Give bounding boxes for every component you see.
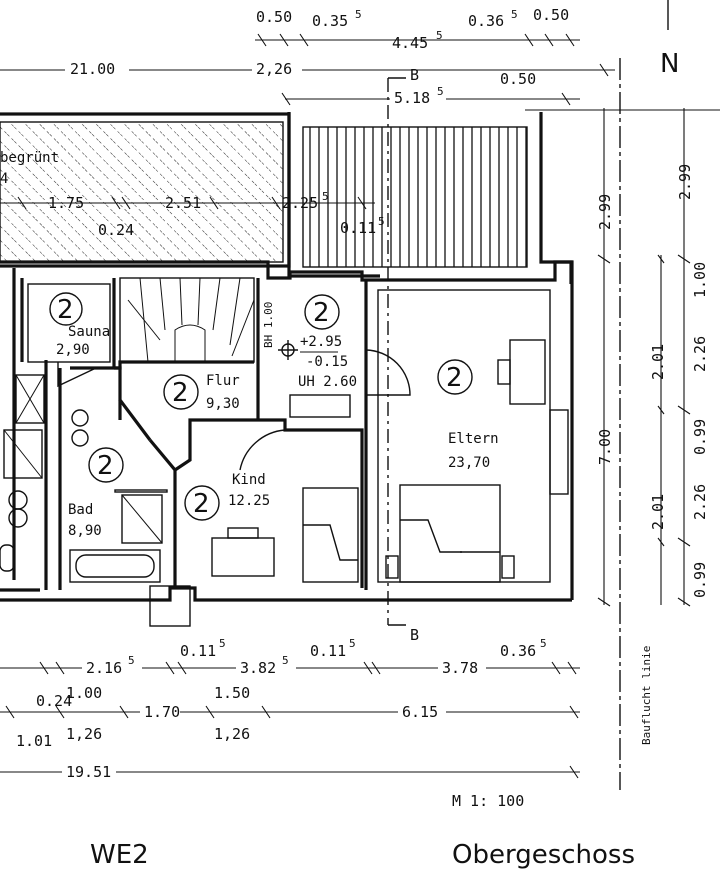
uh-height: UH 2.60 bbox=[298, 374, 357, 390]
dim-0115-bottom-left: 0.11 bbox=[180, 642, 216, 660]
room-labels: 2 Sauna 2,90 2 Flur 9,30 2 Kind 12.25 2 … bbox=[49, 292, 499, 539]
dim-150: 1.50 bbox=[214, 684, 250, 702]
stair-badge: 2 bbox=[313, 298, 330, 328]
bh-height: BH 1.00 bbox=[262, 302, 275, 348]
room-area-bad: 8,90 bbox=[68, 523, 102, 539]
section-mark-bottom: B bbox=[410, 626, 419, 644]
dim-225: 2.25 bbox=[282, 194, 318, 212]
dim-sup5-i: 5 bbox=[282, 654, 289, 667]
room-area-eltern: 23,70 bbox=[448, 455, 490, 471]
dim-100-right: 1.00 bbox=[691, 262, 709, 298]
dim-226-top: 2,26 bbox=[256, 60, 292, 78]
scale-label: M 1: 100 bbox=[452, 792, 524, 810]
dim-101: 1.01 bbox=[16, 732, 52, 750]
dim-299-inner: 2.99 bbox=[596, 194, 614, 230]
building-line-label: Bauflucht linie bbox=[640, 646, 653, 745]
dim-0995-right: 0.99 bbox=[691, 419, 709, 455]
dim-0355-top: 0.35 bbox=[312, 12, 348, 30]
dim-sup5-c: 5 bbox=[511, 8, 518, 21]
room-badge-kind: 2 bbox=[193, 489, 210, 519]
dim-299-outer: 2.99 bbox=[676, 164, 694, 200]
title-floor: Obergeschoss bbox=[452, 840, 635, 870]
dim-sup5-d: 5 bbox=[437, 85, 444, 98]
dim-100-bottom: 1.00 bbox=[66, 684, 102, 702]
room-name-bad: Bad bbox=[68, 502, 93, 518]
dim-024-terrace: 0.24 bbox=[98, 221, 134, 239]
room-badge-sauna: 2 bbox=[57, 295, 74, 325]
balcony bbox=[287, 112, 573, 284]
wc-badge: 2 bbox=[97, 451, 114, 481]
terrace-dimension-chain: 1.75 2.51 2.25 5 0.24 0.11 5 bbox=[0, 190, 385, 239]
dim-378: 3.78 bbox=[442, 659, 478, 677]
dim-024-bottom: 0.24 bbox=[36, 692, 72, 710]
dim-7005: 7.00 bbox=[596, 429, 614, 465]
right-dimension-chains: 2.99 7.00 2.01 2.01 2.99 1.00 2.26 0.99 … bbox=[525, 58, 720, 790]
dim-126-left: 1,26 bbox=[66, 725, 102, 743]
dim-sup5-e: 5 bbox=[322, 190, 329, 203]
dim-sup5-a: 5 bbox=[355, 8, 362, 21]
dim-0365-top: 0.36 bbox=[468, 12, 504, 30]
dim-050-mid: 0.50 bbox=[500, 70, 536, 88]
dim-175: 1.75 bbox=[48, 194, 84, 212]
dim-0115-bottom-right: 0.11 bbox=[310, 642, 346, 660]
dim-0365-bottom: 0.36 bbox=[500, 642, 536, 660]
dim-201-upper: 2.01 bbox=[649, 344, 667, 380]
room-name-kind: Kind bbox=[232, 472, 266, 488]
dim-3825: 3.82 bbox=[240, 659, 276, 677]
dim-050-top-left: 0.50 bbox=[256, 8, 292, 26]
room-badge-eltern: 2 bbox=[446, 363, 463, 393]
dim-615: 6.15 bbox=[402, 703, 438, 721]
room-area-flur: 9,30 bbox=[206, 396, 240, 412]
room-name-sauna: Sauna bbox=[68, 324, 110, 340]
section-line-b: B B bbox=[387, 66, 419, 644]
room-name-eltern: Eltern bbox=[448, 431, 499, 447]
dim-050-top-right: 0.50 bbox=[533, 6, 569, 24]
dim-2100: 21.00 bbox=[70, 60, 115, 78]
dim-2165: 2.16 bbox=[86, 659, 122, 677]
title-block: M 1: 100 WE2 Obergeschoss bbox=[90, 792, 635, 870]
level-up: +2.95 bbox=[300, 334, 342, 350]
dim-4455-top: 4.45 bbox=[392, 34, 428, 52]
dim-226-right-lower: 2.26 bbox=[691, 484, 709, 520]
north-arrow: N bbox=[660, 0, 679, 79]
dim-sup5-j: 5 bbox=[349, 637, 356, 650]
title-unit: WE2 bbox=[90, 840, 149, 870]
dim-sup5-f: 5 bbox=[378, 215, 385, 228]
dim-226-right-upper: 2.26 bbox=[691, 336, 709, 372]
dim-201-lower: 2.01 bbox=[649, 494, 667, 530]
dim-sup5-g: 5 bbox=[128, 654, 135, 667]
bottom-dimension-chains: 2.16 5 0.11 5 3.82 5 0.11 5 3.78 0.36 5 … bbox=[0, 637, 580, 781]
north-letter: N bbox=[660, 49, 679, 79]
dim-sup5-h: 5 bbox=[219, 637, 226, 650]
green-roof-terrace: begrünt 4 bbox=[0, 112, 291, 268]
dim-099-right: 0.99 bbox=[691, 562, 709, 598]
dim-5185: 5.18 bbox=[394, 89, 430, 107]
room-badge-flur: 2 bbox=[172, 378, 189, 408]
room-name-flur: Flur bbox=[206, 373, 240, 389]
green-roof-label: begrünt bbox=[0, 150, 59, 166]
section-mark-top: B bbox=[410, 66, 419, 84]
dim-0115-terrace: 0.11 bbox=[340, 219, 376, 237]
level-down: -0.15 bbox=[306, 354, 348, 370]
dim-126-right: 1,26 bbox=[214, 725, 250, 743]
green-roof-suffix: 4 bbox=[0, 171, 8, 187]
dim-170: 1.70 bbox=[144, 703, 180, 721]
dim-1951: 19.51 bbox=[66, 763, 111, 781]
room-area-sauna: 2,90 bbox=[56, 342, 90, 358]
dim-sup5-b: 5 bbox=[436, 29, 443, 42]
dim-251: 2.51 bbox=[165, 194, 201, 212]
top-dimension-chain: 0.50 0.35 5 4.45 5 0.36 5 0.50 21.00 2,2… bbox=[0, 6, 615, 108]
floor-walls bbox=[0, 260, 574, 627]
dim-sup5-k: 5 bbox=[540, 637, 547, 650]
room-area-kind: 12.25 bbox=[228, 493, 270, 509]
